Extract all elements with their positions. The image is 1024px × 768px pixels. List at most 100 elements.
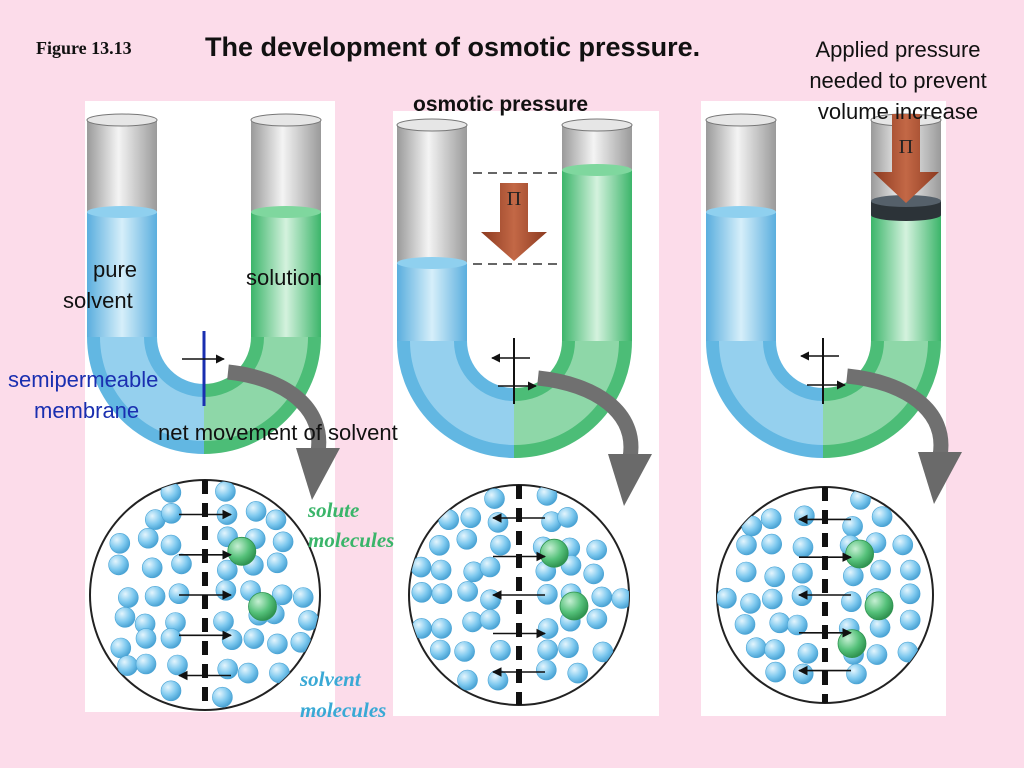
solute-molecule — [845, 539, 874, 569]
solvent-molecule — [866, 644, 888, 665]
solvent-molecule — [457, 669, 478, 691]
solvent-molecule — [429, 639, 451, 661]
solvent-molecule — [479, 609, 501, 630]
solvent-molecule — [484, 488, 505, 509]
solvent-molecule — [765, 661, 786, 683]
solvent-molecule — [797, 642, 819, 664]
applied-pressure-line-3: volume increase — [817, 99, 979, 124]
solvent-molecule — [215, 579, 237, 601]
molecule-view-3 — [716, 486, 934, 704]
curved-arrow-2 — [537, 370, 652, 506]
solvent-molecule — [160, 627, 182, 649]
solvent-label: solvent — [63, 288, 133, 313]
net-movement-label: net movement of solvent — [158, 420, 398, 445]
solvent-molecule — [611, 588, 629, 609]
piston — [871, 195, 941, 221]
solvent-molecule — [846, 663, 867, 685]
solvent-molecule — [266, 552, 288, 574]
solvent-molecule — [870, 559, 891, 581]
solvent-molecule — [487, 669, 509, 691]
solvent-molecule — [431, 618, 452, 639]
solvent-molecule — [591, 586, 613, 608]
solvent-molecule — [583, 563, 605, 585]
solvent-molecule — [899, 583, 921, 605]
solvent-molecule — [108, 554, 129, 576]
solvent-molecule — [137, 527, 159, 549]
solvent-molecule — [160, 534, 182, 556]
u-tube-2 — [396, 118, 633, 459]
solvent-molecule — [267, 633, 288, 655]
molecule-view-2 — [408, 484, 630, 706]
osmotic-pressure-label: osmotic pressure — [413, 93, 589, 116]
solvent-molecule — [490, 534, 511, 556]
solvent-molecule — [786, 614, 808, 636]
solvent-molecule — [537, 618, 559, 639]
solvent-molecule — [735, 561, 757, 583]
solvent-molecule — [237, 662, 259, 684]
solvent-molecule — [869, 617, 891, 638]
solvent-molecule — [265, 509, 287, 531]
page-title: The development of osmotic pressure. — [205, 32, 701, 62]
applied-pressure-arrow — [873, 114, 939, 203]
solvent-molecule — [535, 659, 557, 681]
solvent-molecule — [557, 507, 578, 528]
solvent-molecule — [430, 559, 452, 581]
solvent-molecule — [160, 680, 182, 702]
solvent-molecule — [161, 502, 182, 524]
solvent-molecule — [217, 658, 238, 680]
solvent-molecule — [271, 584, 293, 606]
solvent-molecule — [792, 562, 813, 584]
solution-label: solution — [246, 265, 322, 290]
solvent-molecule — [899, 609, 921, 631]
solvent-molecule — [272, 531, 294, 553]
solvent-molecule — [567, 662, 589, 684]
applied-pressure-label: Applied pressure needed to prevent volum… — [782, 34, 1014, 127]
solute-molecule — [539, 538, 569, 568]
solvent-molecule — [892, 534, 914, 556]
solvent-molecule — [167, 654, 188, 676]
solvent-molecule — [141, 557, 163, 579]
solvent-molecule — [454, 641, 475, 662]
solvent-molecule — [114, 606, 136, 628]
solvent-molecule — [537, 639, 559, 661]
membrane-label: membrane — [34, 398, 140, 423]
pi-symbol-panel-3: Π — [899, 136, 913, 158]
solvent-molecule — [761, 588, 783, 610]
solvent-molecule — [745, 637, 767, 659]
solvent-molecule — [144, 585, 166, 607]
solvent-molecule — [586, 539, 608, 561]
solvent-molecule — [212, 686, 233, 708]
solvent-molecule — [168, 583, 190, 605]
solvent-molecule — [871, 506, 893, 528]
solvent-molecule — [717, 587, 737, 609]
solvent-molecule — [215, 481, 236, 502]
solvent-molecule — [734, 614, 756, 635]
solute-molecule — [837, 629, 867, 658]
solvent-molecule — [479, 556, 501, 578]
solute-label-1: solute — [308, 498, 360, 522]
solvent-molecule — [243, 628, 265, 649]
solvent-molecule — [761, 533, 783, 555]
pi-symbol-panel-2: Π — [507, 188, 521, 210]
solvent-molecule — [456, 528, 478, 550]
solvent-molecule — [213, 611, 234, 632]
solvent-molecule — [460, 507, 482, 529]
pure-label: pure — [93, 257, 138, 282]
solvent-molecule — [764, 639, 785, 660]
solvent-molecule — [118, 587, 139, 608]
solvent-molecule — [592, 641, 614, 663]
solvent-molecule — [117, 655, 138, 676]
solvent-molecule — [490, 639, 511, 661]
solvent-molecule — [842, 565, 864, 587]
u-tube-1 — [86, 113, 322, 454]
solvent-molecule — [792, 537, 814, 558]
solvent-molecule — [411, 581, 433, 603]
solvent-molecule — [135, 653, 157, 675]
solvent-molecule — [135, 628, 157, 649]
solvent-molecule — [480, 589, 501, 611]
solvent-molecule — [487, 512, 509, 533]
solvent-molecule — [586, 608, 608, 630]
solvent-molecules-label-2: molecules — [300, 698, 387, 722]
solute-molecule — [227, 536, 257, 566]
